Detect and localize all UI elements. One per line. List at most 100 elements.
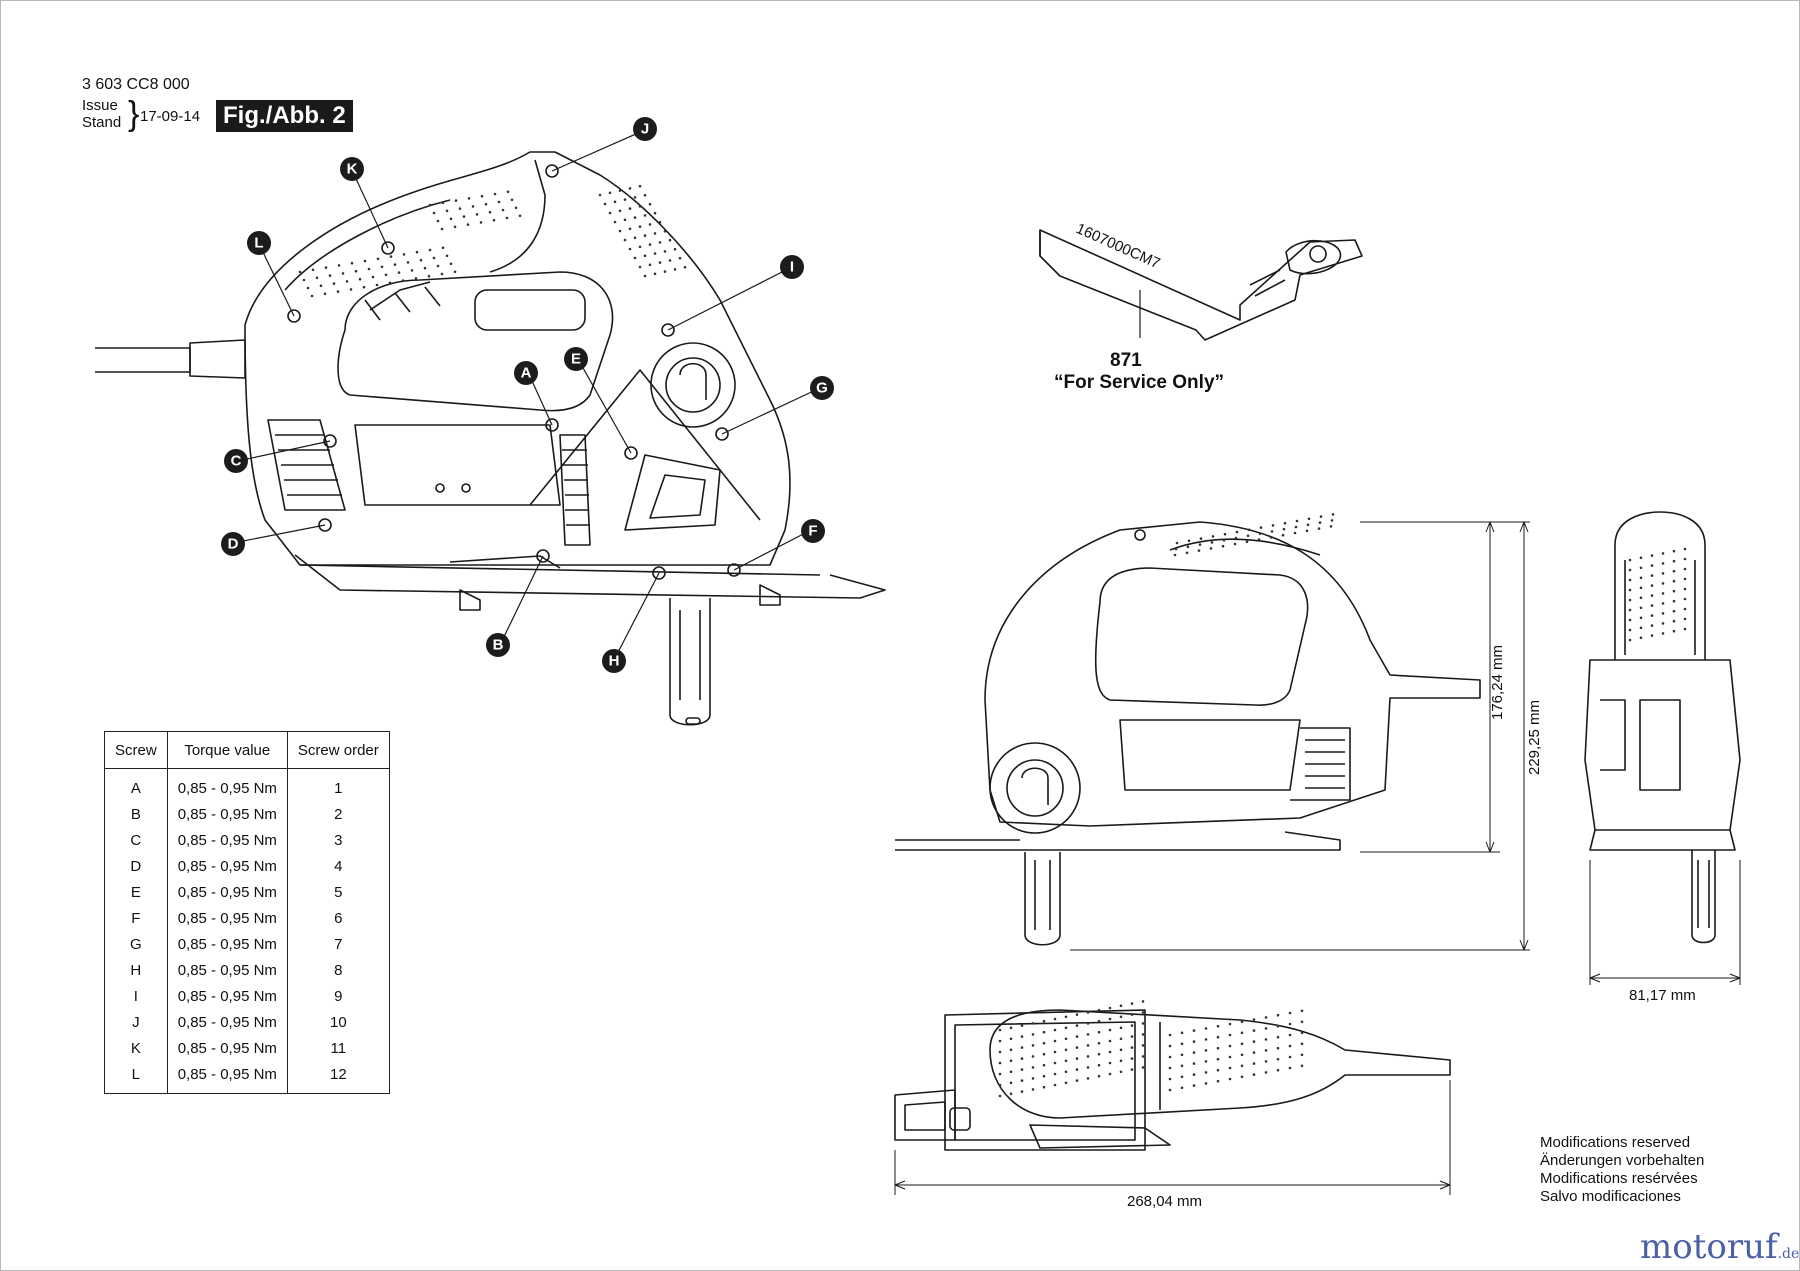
grip-dot [633,216,637,219]
grip-dot [449,217,453,221]
grip-dot [1211,535,1215,538]
grip-dot [998,1094,1002,1098]
grip-dot [397,271,401,274]
grip-dot [1305,529,1309,533]
grip-dot [1252,1018,1256,1021]
grip-dot [1020,1057,1024,1060]
grip-dot [1650,564,1654,567]
grip-dot [1097,1030,1101,1034]
grip-dot [1683,547,1687,551]
grip-dot [673,268,677,271]
grip-dot [643,214,647,217]
grip-dot [1168,1066,1172,1070]
grip-dot [1252,1062,1256,1065]
grip-dot [1064,1037,1068,1041]
grip-dot [1053,1061,1057,1065]
notice-line: Änderungen vorbehalten [1540,1152,1705,1169]
grip-dot [1042,1041,1046,1045]
grip-dot [648,223,652,226]
grip-dot [1187,539,1191,543]
issue-date: 17-09-14 [140,108,201,125]
grip-dot [440,272,444,276]
svg-text:L: L [254,235,263,252]
grip-dot [323,292,327,296]
grip-dot [1264,1071,1268,1074]
grip-dot [1661,572,1665,575]
grip-dot [440,227,444,231]
grip-dot [384,273,388,277]
grip-dot [643,274,647,278]
screw-cell: H [104,957,168,983]
grip-dot [1204,1071,1208,1074]
grip-dot [410,269,414,272]
grip-dot [608,211,612,215]
grip-dot [1639,576,1643,580]
grip-dot [998,1028,1002,1032]
grip-dot [475,213,479,216]
grip-dot [643,234,647,237]
grip-dot [1661,632,1665,635]
grip-dot [678,256,682,260]
callout-J: J [633,117,657,141]
grip-dot [1053,1050,1057,1054]
grip-dot [1216,1057,1220,1061]
grip-dot [1064,1048,1068,1052]
grip-dot [1216,1046,1220,1050]
grip-dot [603,202,607,206]
screw-cell: A [104,768,168,801]
grip-dot [1130,1068,1134,1071]
grip-dot [367,267,371,271]
grip-dot [319,284,323,288]
grip-dot [1228,1022,1232,1026]
grip-dot [1264,1016,1268,1019]
grip-dot [1031,1055,1035,1058]
grip-dot [1233,542,1237,546]
grip-dot [1192,1084,1196,1087]
grip-dot [432,211,436,215]
grip-dot [371,275,375,279]
grip-dot [658,261,662,264]
grip-dot [362,285,366,289]
grip-dot [1271,524,1275,527]
grip-dot [1180,1042,1184,1046]
grip-dot [1042,1019,1046,1023]
order-cell: 4 [286,853,390,879]
grip-dot [648,263,652,267]
grip-dot [1639,566,1643,570]
callout-H: H [602,649,626,673]
grip-dot [643,254,647,258]
grip-dot [633,236,637,240]
grip-dot [1639,556,1643,560]
grip-dot [1306,523,1310,527]
grip-dot [1141,1066,1145,1069]
grip-dot [1097,1063,1101,1067]
grip-dot [1672,549,1676,553]
grip-dot [306,286,310,290]
grip-dot [458,207,462,210]
grip-dot [1180,1086,1184,1090]
order-cell: 2 [286,801,390,827]
logo-main: motoruf [1640,1227,1778,1267]
grip-dot [1264,1027,1268,1030]
figure-label: Fig./Abb. 2 [216,100,353,132]
callout-G: G [810,376,834,400]
grip-dot [1174,547,1178,551]
grip-dot [1180,1064,1184,1068]
grip-dot [1300,1053,1304,1057]
grip-dot [1282,527,1286,531]
grip-dot [1628,588,1632,592]
grip-dot [406,261,410,264]
grip-dot [380,265,384,269]
grip-dot [638,184,642,188]
grip-dot [1168,1044,1172,1048]
grip-dot [436,219,440,223]
grip-dot [998,1072,1002,1076]
grip-dot [393,263,397,266]
grip-dot [663,250,667,253]
grip-dot [1330,519,1334,522]
grip-dot [415,250,419,254]
grip-dot [479,221,483,224]
